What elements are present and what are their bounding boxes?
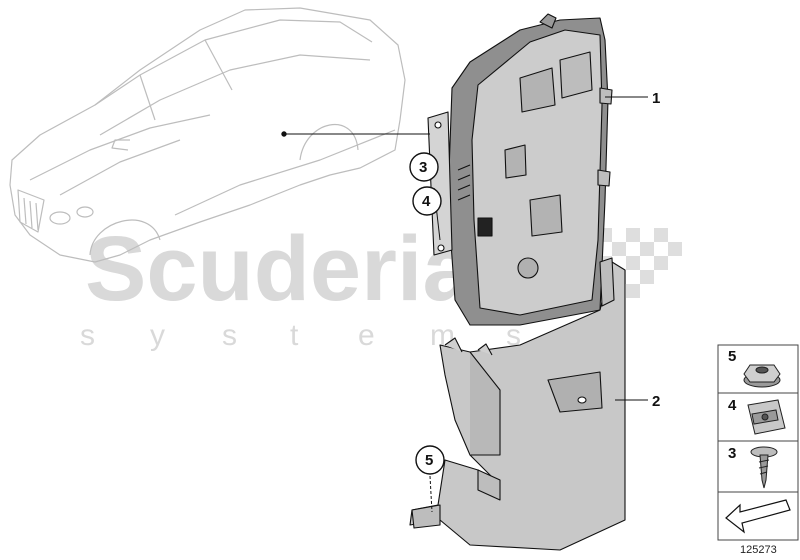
watermark-letter: s	[506, 319, 523, 352]
svg-text:3: 3	[419, 159, 427, 176]
bracket-part-2	[409, 257, 626, 551]
diagram-id: 125273	[740, 544, 777, 556]
legend-item-4: 4	[728, 397, 786, 435]
legend-item-3: 3	[728, 445, 778, 489]
leader-dot	[281, 131, 287, 137]
legend-panel: 5 4 3	[717, 344, 799, 541]
legend-number: 5	[728, 348, 736, 365]
watermark-subtitle: s y s t e m s	[80, 319, 523, 352]
legend-number: 4	[728, 397, 737, 414]
circled-ref-3: 3	[409, 152, 439, 182]
watermark-letter: e	[358, 319, 377, 352]
svg-text:5: 5	[425, 452, 433, 469]
callout-label-1: 1	[652, 90, 660, 107]
watermark: Scuderia s y s t e m s	[80, 218, 682, 352]
leader-lines	[281, 96, 648, 513]
legend-item-5: 5	[728, 348, 781, 388]
hex-collar-nut-icon	[743, 364, 781, 388]
circled-ref-4: 4	[412, 186, 442, 216]
leader-line-5	[429, 475, 433, 513]
watermark-letter: s	[222, 319, 239, 352]
legend-number: 3	[728, 445, 736, 462]
control-unit-part-1	[427, 13, 613, 326]
self-tapping-screw-icon	[750, 446, 778, 489]
watermark-letter: s	[80, 319, 97, 352]
watermark-brand: Scuderia	[85, 218, 474, 320]
watermark-letter: t	[290, 319, 300, 352]
spring-nut-clip-icon	[747, 399, 786, 435]
watermark-letter: y	[150, 319, 167, 352]
arrow-icon	[725, 499, 791, 534]
circled-ref-5: 5	[415, 445, 445, 475]
callout-label-2: 2	[652, 393, 660, 410]
svg-text:4: 4	[422, 193, 431, 210]
car-outline	[9, 7, 406, 263]
